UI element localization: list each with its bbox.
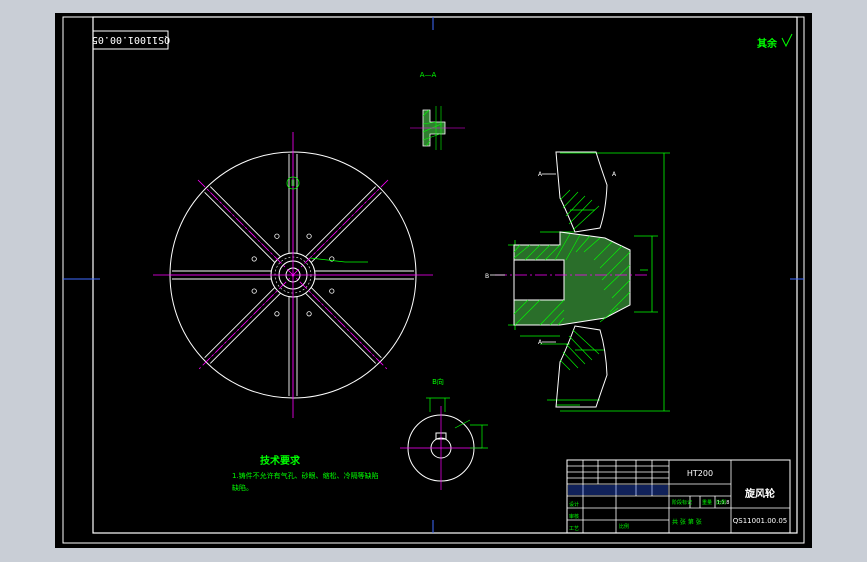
view-b-dimensions: [426, 397, 488, 449]
stage-mark-label: 阶段标记: [672, 499, 692, 506]
mounting-hole-1: [306, 311, 312, 317]
front-leader: [309, 257, 368, 263]
drawing-border: [92, 16, 798, 534]
sheet-count-text: 共 张 第 张: [672, 518, 702, 526]
part-name-text: 旋风轮: [744, 487, 775, 500]
center-mark-label: Ⅱ: [291, 179, 295, 189]
impeller-front-view[interactable]: Ⅱ: [153, 132, 433, 418]
tech-req-line-2: 缺陷。: [232, 483, 253, 492]
material-text: HT200: [687, 469, 713, 478]
svg-text:其余: 其余: [757, 37, 778, 50]
blade-edge-1-1: [305, 293, 377, 364]
surface-finish-note: 其余: [757, 33, 793, 50]
section-aa-detail[interactable]: A—A: [410, 71, 465, 150]
mounting-hole-group: [251, 233, 335, 317]
scale-label: 比例: [716, 499, 726, 506]
centering-marks: [63, 17, 804, 533]
title-block-highlight-row: [568, 485, 668, 495]
title-block[interactable]: HT200 旋风轮 QS11001.00.05 1:1.8 阶段标记 重量 比例…: [566, 459, 791, 534]
designer-cell: 比例: [619, 523, 629, 530]
mounting-hole-4: [251, 256, 257, 262]
mounting-hole-0: [329, 288, 335, 294]
view-b-hub[interactable]: B向: [400, 377, 488, 490]
mounting-hole-7: [329, 256, 335, 262]
impeller-side-section[interactable]: A A B A: [485, 151, 670, 412]
mounting-hole-3: [251, 288, 257, 294]
blade-edge-1-0: [311, 287, 382, 359]
rotated-stamp-text: QS11001.00.05: [92, 34, 170, 45]
drawing-number-text: QS11001.00.05: [733, 517, 788, 525]
section-marker-a-bottom: A: [538, 339, 543, 346]
row-label-review: 审核: [569, 513, 579, 520]
row-label-design: 设计: [569, 501, 579, 508]
title-block-grid: [567, 460, 790, 533]
mounting-hole-5: [274, 233, 280, 239]
mounting-hole-2: [274, 311, 280, 317]
blade-hatch-lower: [559, 329, 600, 371]
section-marker-b: B: [485, 273, 489, 280]
hub-section-body: [513, 231, 631, 326]
row-label-process: 工艺: [569, 526, 579, 532]
blade-edge-3-1: [204, 287, 275, 359]
section-marker-a-top: A: [538, 171, 543, 178]
scale-value-text: 1:1.8: [717, 500, 730, 506]
section-marker-a-right: A: [612, 171, 617, 178]
front-centerlines: [153, 132, 433, 418]
blade-profile-lower: [555, 325, 608, 408]
tech-req-heading: 技术要求: [260, 454, 301, 467]
center-mark-ring: [286, 176, 300, 190]
blade-hatch-upper: [559, 189, 600, 231]
technical-requirements[interactable]: 技术要求 1.铸件不允许有气孔、砂眼、缩松、冷隔等缺陷 缺陷。: [232, 454, 379, 492]
mounting-hole-6: [306, 233, 312, 239]
bore-cutout: [513, 259, 565, 301]
blade-edge-5-1: [209, 186, 281, 257]
view-b-centerlines: [400, 406, 482, 490]
section-aa-label: A—A: [420, 71, 437, 79]
blade-edge-7-1: [311, 191, 382, 263]
hub-hatch-lines: [513, 233, 631, 326]
tech-req-line-1: 1.铸件不允许有气孔、砂眼、缩松、冷隔等缺陷: [232, 471, 379, 480]
title-block-frame: [566, 459, 791, 534]
blade-edge-5-0: [204, 191, 275, 263]
view-b-label: B向: [432, 377, 444, 386]
weight-label: 重量: [702, 499, 712, 506]
blade-edge-3-0: [209, 293, 281, 364]
blade-edge-7-0: [305, 186, 377, 257]
blade-profile-upper: [555, 151, 608, 233]
model-space-background: [55, 13, 812, 548]
rotated-stamp: QS11001.00.05: [92, 30, 170, 50]
